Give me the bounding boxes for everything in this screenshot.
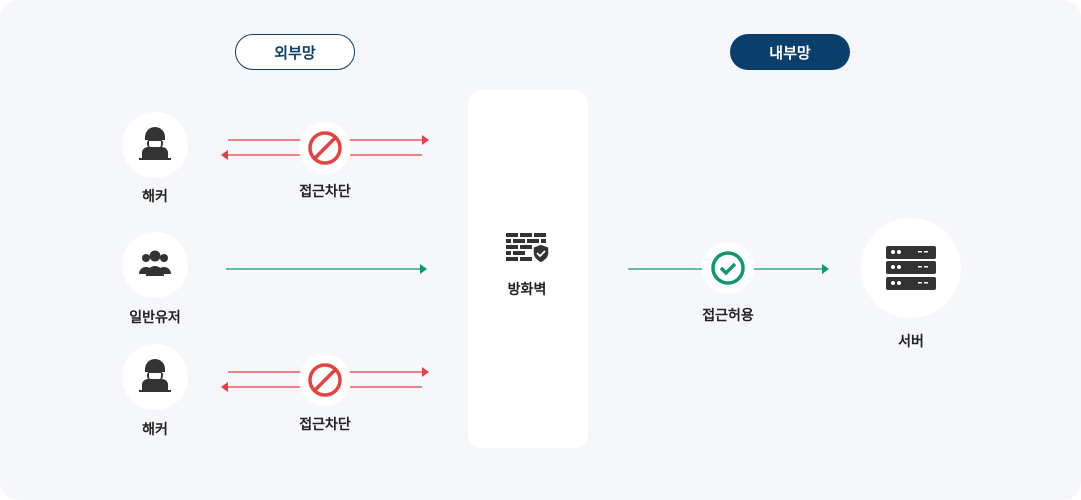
blocked-label-1: 접근차단	[299, 184, 351, 200]
hacker-label-2: 해커	[142, 422, 168, 438]
block-icon	[297, 352, 353, 408]
server-node	[861, 218, 961, 318]
firewall-box	[468, 90, 588, 448]
check-icon	[711, 251, 745, 285]
allowed-arrow-server	[628, 242, 829, 294]
external-network-badge: 외부망	[235, 34, 355, 70]
firewall-icon	[506, 233, 550, 264]
blocked-arrows-1	[221, 120, 429, 176]
server-icon	[886, 246, 936, 290]
internal-network-badge: 내부망	[730, 34, 850, 70]
user-label: 일반유저	[129, 310, 181, 326]
hacker-node-2	[122, 344, 188, 410]
allowed-arrow-user	[226, 264, 427, 274]
firewall-label: 방화벽	[507, 282, 547, 298]
hacker-label-1: 해커	[142, 189, 168, 205]
block-icon	[297, 120, 353, 176]
server-label: 서버	[898, 334, 924, 350]
user-node	[122, 232, 188, 298]
users-icon	[139, 250, 171, 276]
allowed-label: 접근허용	[702, 308, 754, 324]
blocked-arrows-2	[221, 352, 429, 408]
blocked-label-2: 접근차단	[299, 417, 351, 433]
hacker-node-1	[122, 112, 188, 178]
